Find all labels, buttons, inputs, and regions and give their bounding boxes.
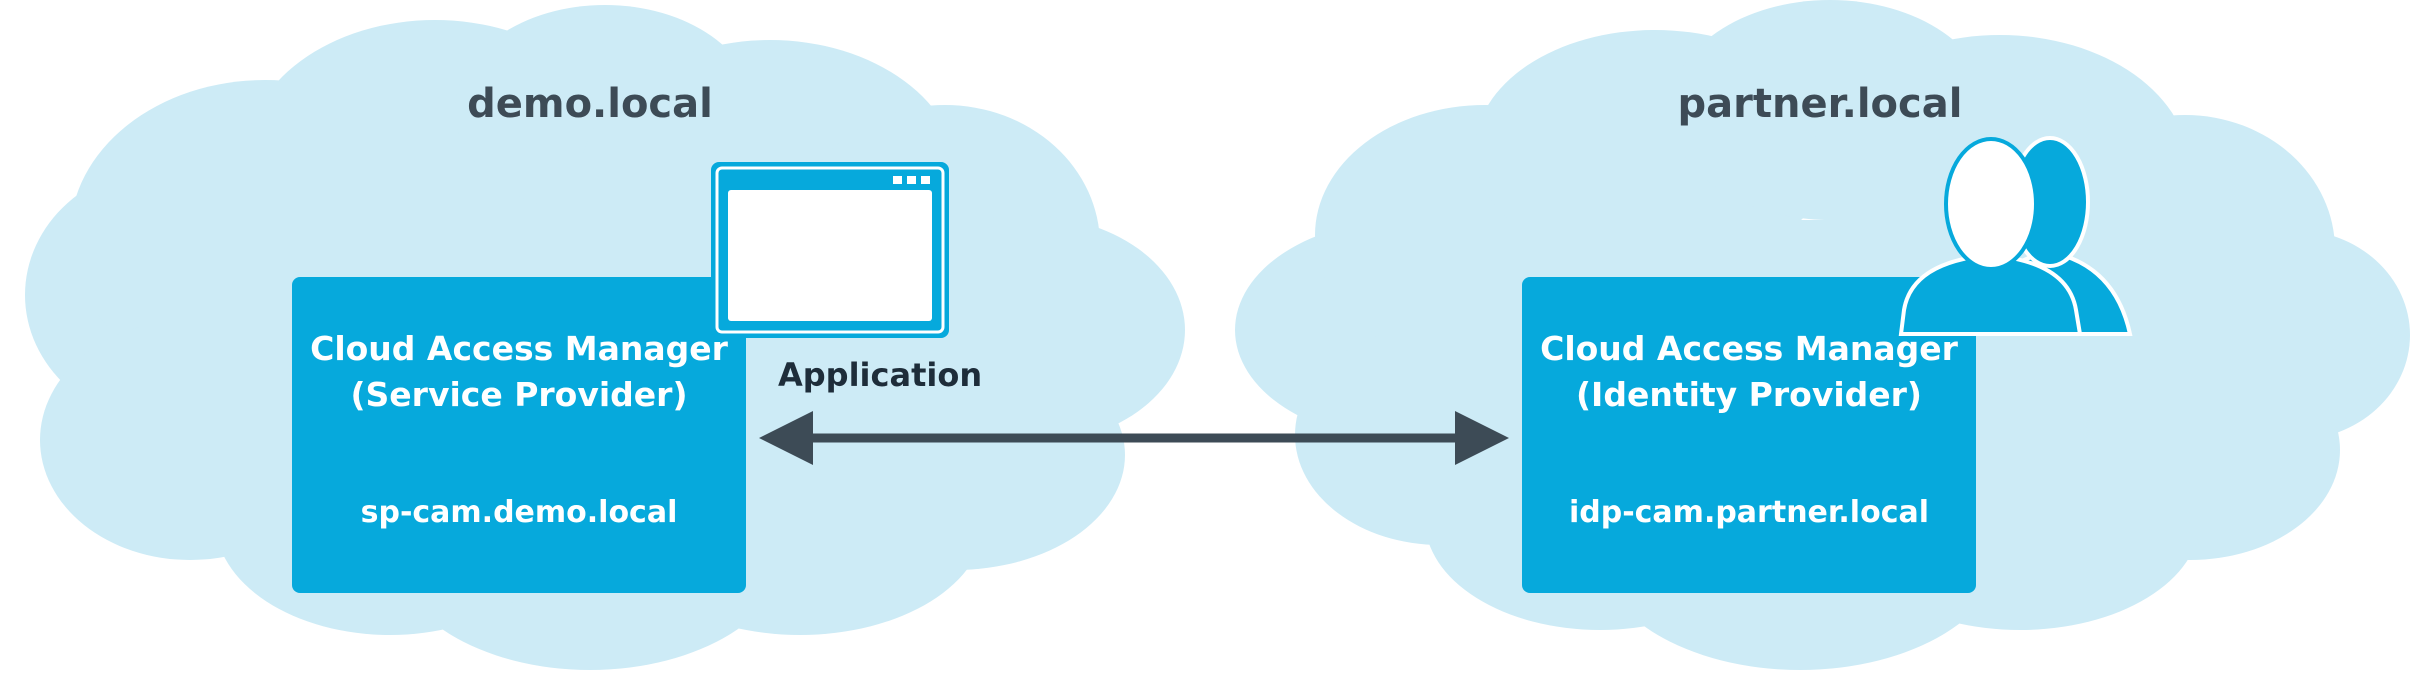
identity-provider-title: Cloud Access Manager (Identity Provider)	[1540, 329, 1958, 414]
identity-provider-box	[1522, 277, 1976, 593]
application-window-icon	[711, 162, 949, 338]
front-user-icon	[1898, 137, 2083, 336]
service-provider-title: Cloud Access Manager (Service Provider)	[310, 329, 728, 414]
service-provider-box	[292, 277, 746, 593]
identity-provider-host: idp-cam.partner.local	[1568, 495, 1930, 530]
right-domain-title: partner.local	[1677, 81, 1963, 127]
users-icon	[1898, 136, 2133, 336]
application-label: Application	[778, 356, 983, 394]
service-provider-host: sp-cam.demo.local	[360, 495, 678, 530]
left-domain-title: demo.local	[467, 81, 713, 127]
